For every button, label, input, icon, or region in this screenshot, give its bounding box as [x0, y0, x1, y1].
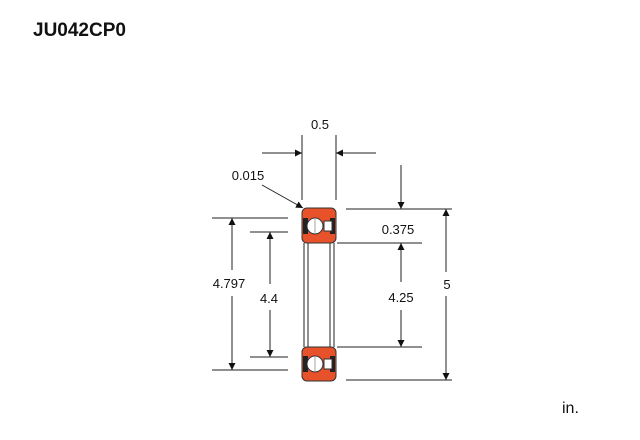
dim-width-label: 0.5 — [311, 117, 329, 132]
part-number-title: JU042CP0 — [33, 20, 126, 41]
unit-label: in. — [562, 400, 579, 417]
dim-chamfer-label: 0.015 — [232, 168, 265, 183]
bearing-ring-top — [301, 207, 337, 244]
dim-outer-land-label: 4.797 — [213, 276, 246, 291]
dim-inner-clearance-label: 4.25 — [388, 290, 413, 305]
dim-inner-land-label: 4.4 — [260, 291, 278, 306]
bearing-ring-bottom — [301, 346, 337, 382]
dim-outer-diameter-label: 5 — [443, 277, 450, 292]
dim-section-height-label: 0.375 — [382, 222, 415, 237]
